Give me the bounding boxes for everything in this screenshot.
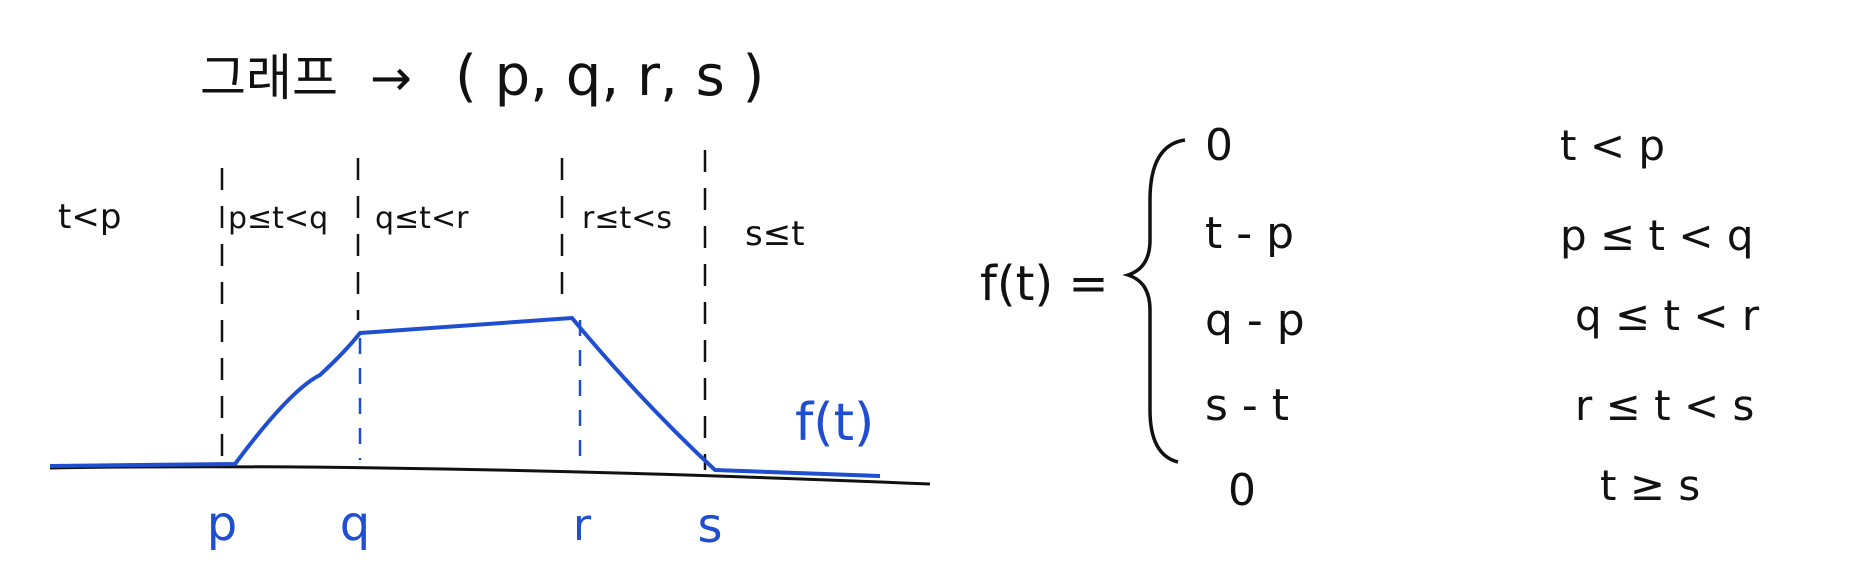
region-label-5: s≤t: [745, 214, 805, 254]
case-3-value: q - p: [1205, 295, 1305, 346]
region-label-3: q≤t<r: [375, 201, 469, 236]
region-label-1: t<p: [58, 197, 121, 237]
title-word: 그래프: [200, 49, 338, 107]
piecewise-formula: f(t) = 0 t - p q - p s - t 0 t < p p ≤ t…: [980, 120, 1760, 516]
case-2-value: t - p: [1205, 208, 1294, 259]
case-1-value: 0: [1205, 120, 1233, 171]
diagram-title: 그래프 → ( p, q, r, s ): [200, 44, 764, 109]
region-label-2: p≤t<q: [228, 201, 328, 236]
t-axis-line: [49, 465, 931, 486]
point-labels: p q r s: [207, 496, 723, 554]
point-label-r: r: [573, 500, 592, 551]
cases-brace: [1122, 138, 1186, 464]
boundary-lines: [220, 150, 707, 470]
case-5-value: 0: [1228, 465, 1256, 516]
curve-label: f(t): [795, 393, 874, 453]
case-4-value: s - t: [1205, 380, 1289, 431]
formula-lhs: f(t) =: [980, 256, 1109, 312]
case-5-condition: t ≥ s: [1600, 461, 1700, 510]
title-arrow: →: [370, 49, 412, 107]
case-3-condition: q ≤ t < r: [1575, 291, 1760, 340]
point-label-q: q: [340, 496, 370, 552]
case-2-condition: p ≤ t < q: [1560, 211, 1754, 260]
region-label-4: r≤t<s: [582, 201, 672, 236]
point-label-s: s: [697, 498, 722, 554]
f-t-curve: [49, 316, 881, 478]
title-tuple: ( p, q, r, s ): [455, 44, 764, 109]
point-label-p: p: [207, 496, 237, 552]
region-labels: t<p p≤t<q q≤t<r r≤t<s s≤t: [58, 197, 805, 254]
case-1-condition: t < p: [1560, 121, 1665, 170]
case-4-condition: r ≤ t < s: [1575, 381, 1754, 430]
